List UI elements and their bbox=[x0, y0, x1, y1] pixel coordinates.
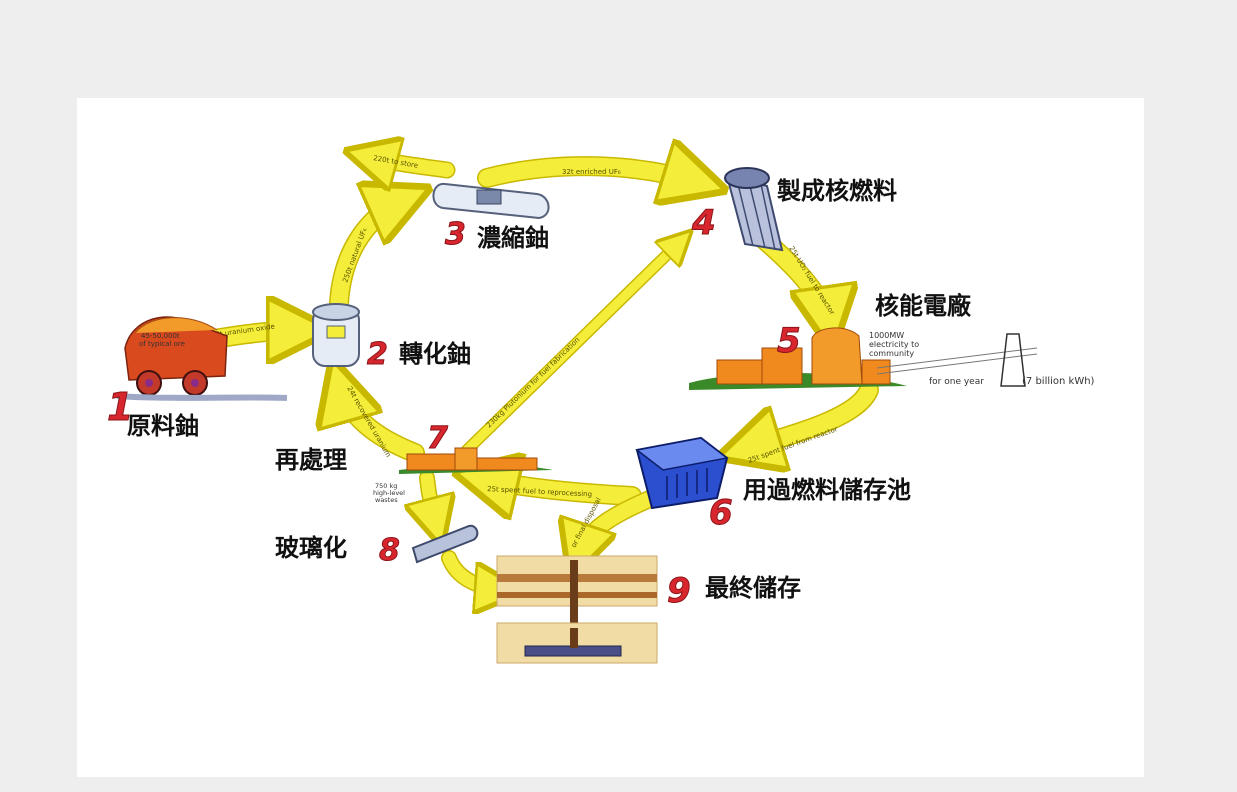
waste-desc-1: high-level bbox=[373, 489, 405, 497]
step-9-label: 最終儲存 bbox=[705, 573, 801, 602]
ore-note-amount: 45-50,000t bbox=[141, 332, 180, 340]
step-3-number: 3 bbox=[445, 217, 466, 252]
step-2-label: 轉化鈾 bbox=[399, 339, 471, 368]
caption-3-to-4: 32t enriched UF₆ bbox=[562, 168, 621, 176]
step-5-label: 核能電廠 bbox=[875, 291, 972, 320]
step-7-number: 7 bbox=[427, 421, 448, 456]
step-4-label: 製成核燃料 bbox=[777, 176, 897, 205]
power-period: for one year bbox=[929, 377, 984, 387]
step-5-number: 5 bbox=[777, 321, 801, 361]
step-6-label: 用過燃料儲存池 bbox=[743, 475, 911, 504]
waste-desc-2: wastes bbox=[375, 496, 398, 504]
arrows bbox=[167, 156, 879, 590]
step-6-number: 6 bbox=[709, 493, 733, 533]
power-desc-2: community bbox=[869, 349, 914, 358]
step-4-number: 4 bbox=[691, 203, 716, 243]
geological-repository-illustration bbox=[496, 555, 658, 664]
step-3-label: 濃縮鈾 bbox=[477, 223, 549, 252]
vitrified-waste-cylinder-illustration bbox=[411, 524, 479, 564]
power-kwh: (7 billion kWh) bbox=[1022, 376, 1095, 387]
diagram-card: 200t uranium oxide 250t natural UF₆ 220t… bbox=[77, 98, 1144, 777]
fuel-assembly-illustration bbox=[724, 167, 784, 252]
step-labels: 1 原料鈾 2 轉化鈾 3 濃縮鈾 4 製成核燃料 5 核能電廠 6 用過燃料儲… bbox=[107, 176, 972, 612]
power-plant-illustration: 1000MW electricity to community for one … bbox=[689, 327, 1095, 390]
step-8-label: 玻璃化 bbox=[275, 533, 347, 562]
ore-truck-illustration: 45-50,000t of typical ore bbox=[116, 316, 288, 401]
step-1-number: 1 bbox=[107, 385, 133, 429]
ore-note-desc: of typical ore bbox=[139, 340, 185, 348]
step-1-label: 原料鈾 bbox=[127, 411, 199, 440]
caption-7-to-4: 230kg Plutonium for fuel fabrication bbox=[485, 336, 581, 430]
step-2-number: 2 bbox=[367, 337, 388, 372]
spent-fuel-pool-illustration bbox=[635, 436, 729, 510]
step-7-label: 再處理 bbox=[275, 445, 347, 474]
step-8-number: 8 bbox=[379, 533, 400, 568]
nuclear-fuel-cycle-diagram: 200t uranium oxide 250t natural UF₆ 220t… bbox=[107, 98, 1095, 664]
reprocessing-plant-illustration: 750 kg high-level wastes bbox=[373, 447, 553, 504]
enrichment-cylinder-illustration bbox=[432, 182, 550, 220]
power-desc-1: electricity to bbox=[869, 340, 919, 349]
power-output: 1000MW bbox=[869, 331, 904, 340]
step-9-number: 9 bbox=[667, 571, 691, 611]
waste-amount: 750 kg bbox=[375, 482, 397, 490]
conversion-cylinder-illustration bbox=[312, 303, 360, 367]
